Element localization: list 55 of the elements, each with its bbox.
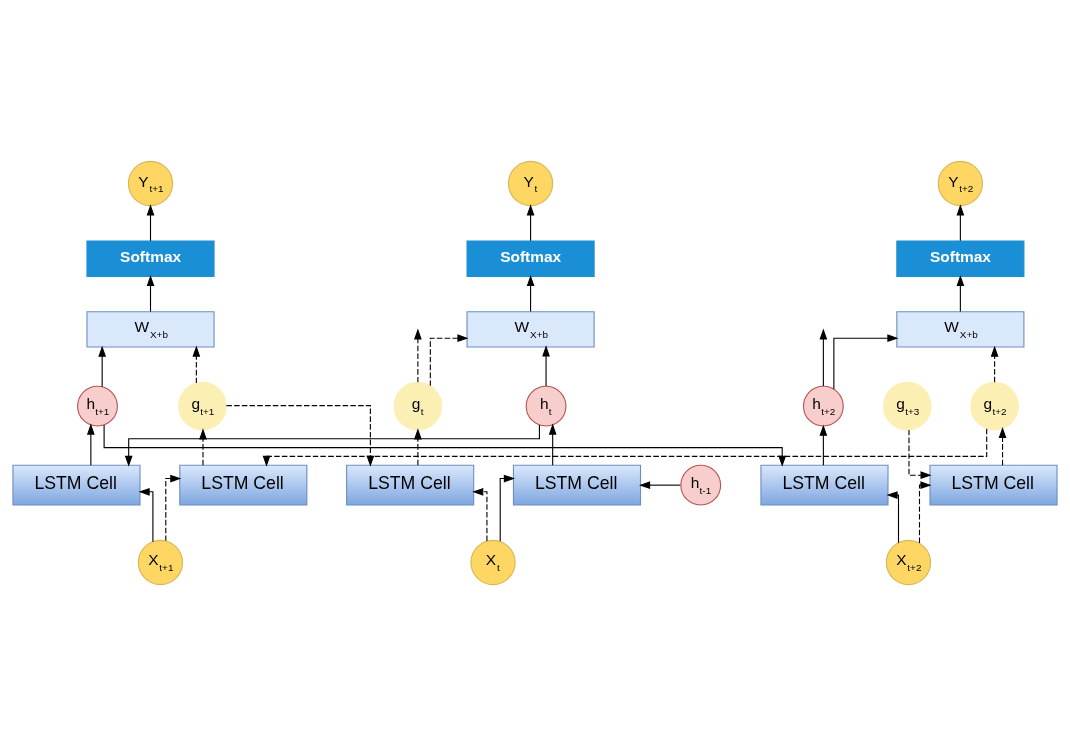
node-circle: Y$_{t}$	[507, 160, 554, 207]
node-circle: h$_{t}$	[525, 385, 567, 427]
arrow	[548, 423, 557, 466]
node-circle: Y$_{t+1}$	[127, 160, 174, 207]
node-circle: X$_{t+2}$	[885, 539, 932, 586]
arrow	[225, 405, 375, 467]
node-circle: g$_{t}$	[393, 381, 443, 431]
arrow	[956, 275, 965, 313]
node-circle: Y$_{t+2}$	[937, 160, 983, 207]
node-box: LSTM Cell	[929, 464, 1058, 506]
node-box: W$_{X+b}$	[896, 311, 1025, 348]
arrow	[138, 487, 154, 543]
arrow	[199, 428, 207, 466]
node-circle: h$_{t-1}$	[680, 464, 722, 506]
node-box: Softmax	[466, 240, 595, 277]
arrow	[192, 345, 201, 384]
arrow	[526, 204, 535, 242]
arrow	[124, 424, 540, 467]
arrow	[542, 345, 550, 387]
arrow	[918, 481, 932, 544]
node-box: LSTM Cell	[512, 464, 642, 506]
arrow	[819, 424, 828, 466]
arrow	[414, 328, 422, 383]
node-circle: X$_{t}$	[470, 539, 516, 586]
node-box: W$_{X+b}$	[86, 311, 215, 348]
node-box: LSTM Cell	[760, 464, 889, 506]
arrow	[86, 423, 95, 466]
arrow	[98, 345, 107, 388]
arrow	[429, 334, 469, 387]
arrow	[833, 334, 899, 390]
arrow	[990, 345, 999, 383]
node-circle: X$_{t+1}$	[137, 539, 184, 586]
arrow	[165, 474, 182, 542]
arrow	[526, 275, 535, 313]
arrow	[956, 204, 965, 242]
node-box: Softmax	[896, 240, 1025, 277]
node-circle: g$_{t+3}$	[883, 381, 932, 431]
node-box: W$_{X+b}$	[466, 311, 595, 348]
arrow	[998, 426, 1007, 466]
node-circle: g$_{t+1}$	[178, 381, 227, 431]
node-circle: h$_{t+1}$	[77, 385, 118, 427]
arrow	[886, 491, 900, 544]
arrow	[639, 481, 681, 489]
node-circle: g$_{t+2}$	[970, 381, 1019, 431]
node-box: LSTM Cell	[12, 464, 141, 506]
node-box: LSTM Cell	[346, 464, 475, 506]
arrow	[146, 204, 155, 242]
arrow	[472, 487, 488, 542]
node-box: Softmax	[86, 240, 215, 277]
arrow	[908, 429, 932, 480]
arrow	[146, 275, 155, 313]
arrow	[819, 328, 828, 387]
arrow	[499, 474, 515, 542]
node-box: LSTM Cell	[179, 464, 308, 506]
node-circle: h$_{t+2}$	[802, 385, 844, 427]
